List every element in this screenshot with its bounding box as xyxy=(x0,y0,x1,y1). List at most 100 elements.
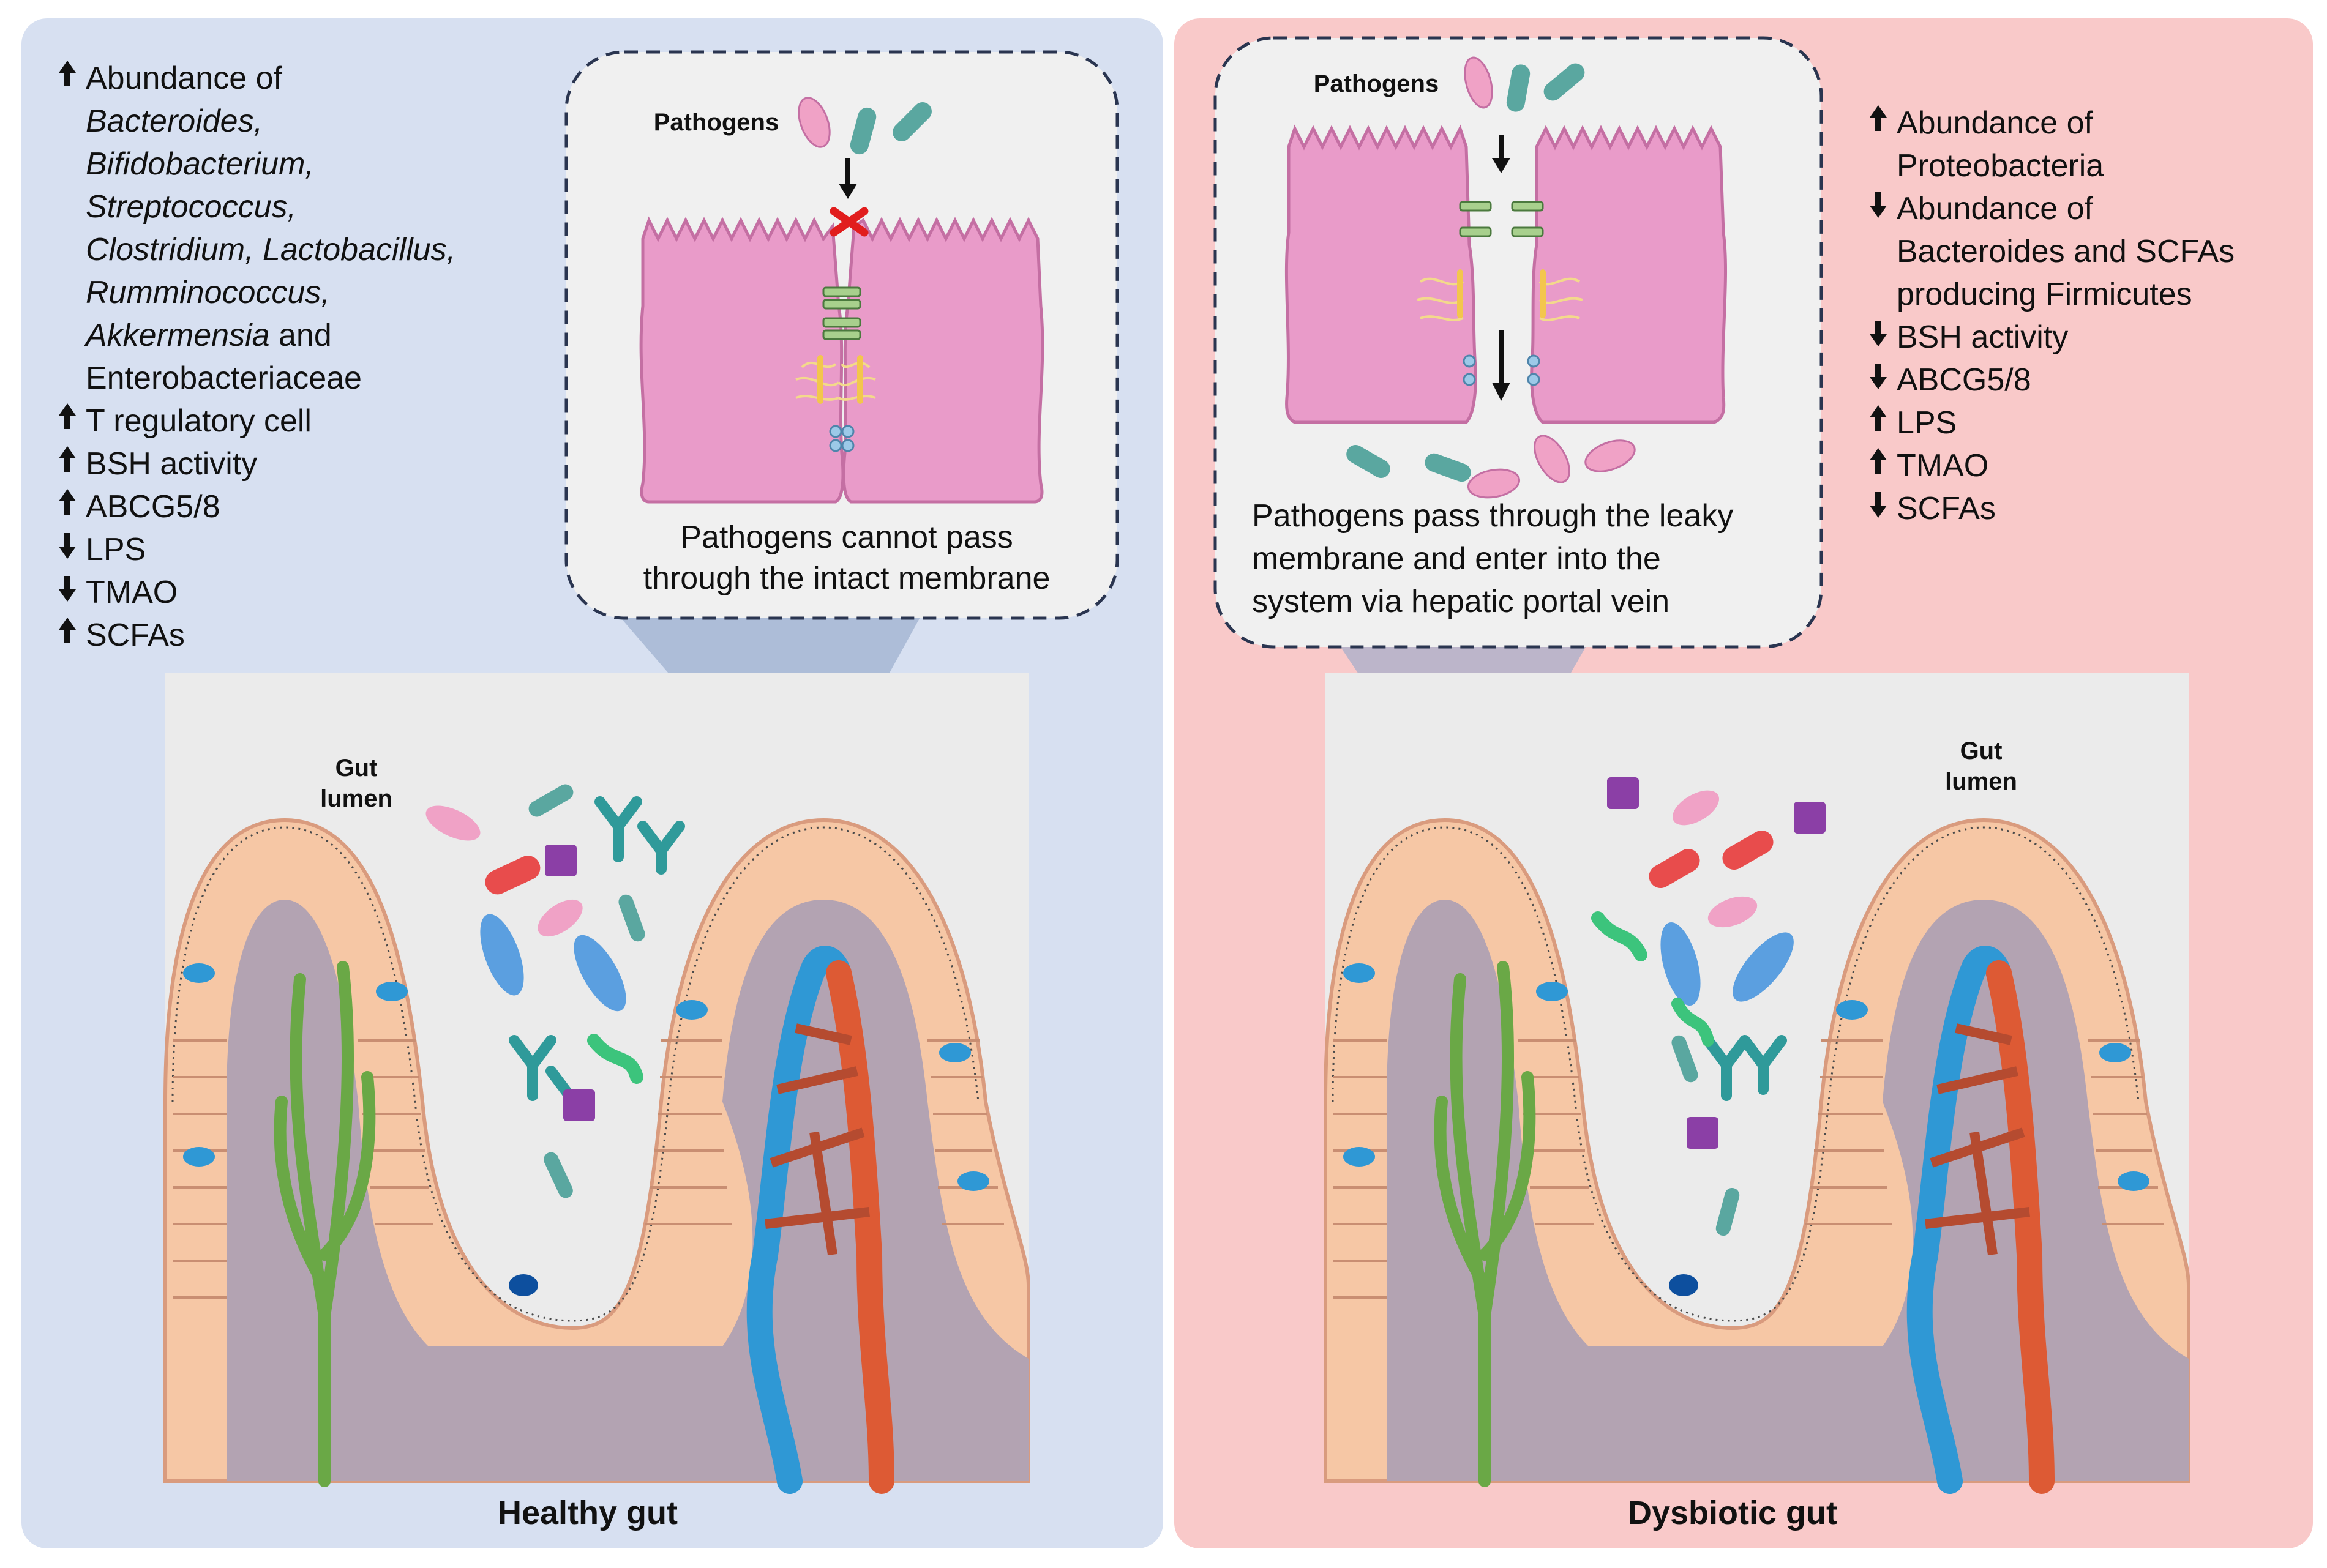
pathogen xyxy=(1534,435,1570,483)
marker-text: BSH activity xyxy=(1897,319,2068,355)
epithelial-cells-intact xyxy=(639,216,1044,504)
villi-tissue xyxy=(1324,818,2190,1494)
lamina-propria xyxy=(1387,900,2189,1481)
healthy-pathogens-label: Pathogens xyxy=(654,109,779,136)
arrow-down-icon xyxy=(59,533,76,559)
bacterium xyxy=(528,784,574,817)
marker-text: BSH activity xyxy=(86,446,257,482)
lacteal xyxy=(1434,961,1536,1487)
arrow-down-icon xyxy=(1870,192,1887,218)
enterocyte-right xyxy=(1530,125,1727,424)
enterocyte-left xyxy=(639,216,845,504)
bacterium xyxy=(1671,998,1714,1047)
marker-text: Abundance of xyxy=(1897,105,2093,141)
pathogen xyxy=(893,102,932,141)
bacterium xyxy=(1673,790,1719,826)
healthy-text: Pathogens Pathogens cannot pass through … xyxy=(59,61,1050,1531)
arrow-up-icon xyxy=(1870,448,1887,474)
pathogen xyxy=(1346,445,1390,479)
bacterium xyxy=(538,899,583,937)
healthy-callout xyxy=(564,50,1119,620)
bacterium xyxy=(1722,831,1774,870)
blocked-x-icon xyxy=(830,207,869,237)
marker-text: LPS xyxy=(86,532,146,567)
marker-text: Abundance of xyxy=(1897,191,2093,226)
tight-junctions xyxy=(822,286,861,340)
arrow-down-icon xyxy=(1870,492,1887,518)
pathogen xyxy=(850,107,877,155)
marker-text: TMAO xyxy=(1897,448,1988,483)
healthy-lumen-label-2: lumen xyxy=(320,785,392,812)
arrow-down-icon xyxy=(1870,321,1887,346)
bacterium xyxy=(563,1089,595,1121)
tight-junctions xyxy=(1459,201,1544,237)
portal-vein xyxy=(746,946,852,1494)
bacterium xyxy=(545,845,577,876)
marker-text: TMAO xyxy=(86,575,178,610)
pathogen xyxy=(1506,64,1531,112)
marker-text: T regulatory cell xyxy=(86,403,312,439)
pathogen-group xyxy=(1464,56,1585,112)
pathogen xyxy=(1467,468,1521,499)
antibody xyxy=(594,796,685,875)
pathogen xyxy=(1584,439,1636,472)
arrow-up-icon xyxy=(59,618,76,643)
bacterium xyxy=(1794,802,1826,834)
marker-text: Bacteroides and SCFAs xyxy=(1897,234,2235,269)
villus-cell-boundaries xyxy=(173,1039,1004,1299)
bacterium xyxy=(618,894,645,942)
capillary-network xyxy=(1925,1023,2030,1256)
bacterium xyxy=(1660,922,1701,1006)
bacterium xyxy=(425,805,481,841)
bacterium xyxy=(1715,1187,1740,1236)
goblet-cells xyxy=(1343,963,2149,1296)
arrow-up-icon xyxy=(59,489,76,515)
arrow-up-icon xyxy=(1870,405,1887,431)
lumen-microbes xyxy=(425,784,685,1198)
enterocyte-left xyxy=(1284,124,1477,424)
bacterium xyxy=(574,935,626,1012)
bacterium xyxy=(485,856,541,895)
healthy-callout-line-2: through the intact membrane xyxy=(643,561,1051,596)
pathogen xyxy=(1543,63,1585,101)
dysbiotic-lumen-label-2: lumen xyxy=(1945,768,2017,795)
arrow-up-icon xyxy=(59,403,76,429)
marker-text: Rumminococcus, xyxy=(86,275,330,310)
arrow-up-icon xyxy=(59,61,76,86)
bacterium xyxy=(1649,849,1700,888)
arrow-head-icon xyxy=(839,184,857,199)
marker-text: ABCG5/8 xyxy=(86,489,220,525)
dysbiotic-callout-line-3: system via hepatic portal vein xyxy=(1252,584,1669,619)
antibody xyxy=(1703,1035,1787,1101)
brush-border xyxy=(1332,826,2140,1322)
healthy-marker-list: Abundance ofBacteroides,Bifidobacterium,… xyxy=(59,61,455,653)
arrow-down-icon xyxy=(59,576,76,602)
bacterium xyxy=(1687,1117,1718,1149)
adherens-junction xyxy=(795,355,876,404)
healthy-villi-scene xyxy=(163,615,1030,1494)
arrow-down-icon xyxy=(1870,364,1887,389)
bacterium xyxy=(1733,932,1794,1002)
artery xyxy=(1986,960,2055,1494)
adherens-junction xyxy=(1417,269,1583,321)
arrow-up-icon xyxy=(59,446,76,472)
bacterium xyxy=(1591,911,1647,961)
marker-text: Proteobacteria xyxy=(1897,148,2104,184)
marker-text: Streptococcus, xyxy=(86,189,296,225)
arrow-up-icon xyxy=(1870,105,1887,131)
bacterium xyxy=(587,1034,643,1084)
healthy-caption: Healthy gut xyxy=(498,1495,678,1531)
brush-border xyxy=(171,826,980,1322)
lumen-microbes xyxy=(1591,777,1826,1236)
enterocyte-right xyxy=(842,217,1044,504)
desmosomes xyxy=(829,425,855,452)
bacterium xyxy=(480,914,524,996)
goblet-cells xyxy=(183,963,989,1296)
arrow-head-icon xyxy=(1492,383,1510,401)
pathogen xyxy=(1425,453,1471,482)
marker-text: Bacteroides, xyxy=(86,103,263,139)
bacterium xyxy=(544,1152,573,1198)
marker-text: Bifidobacterium, xyxy=(86,146,314,182)
marker-text: ABCG5/8 xyxy=(1897,362,2031,398)
